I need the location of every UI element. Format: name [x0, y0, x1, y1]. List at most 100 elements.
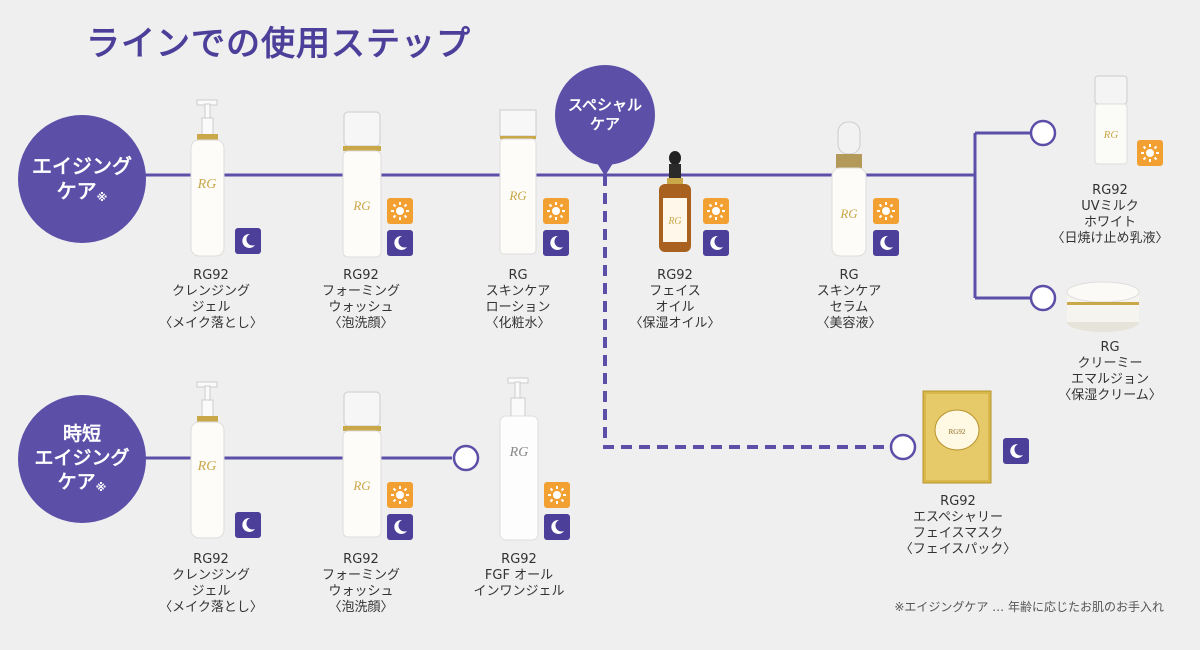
product-label-fgf-gel: RG92 FGF オール インワンジェル: [454, 552, 584, 600]
svg-text:RG: RG: [197, 177, 217, 192]
product-category: 〈泡洗顔〉: [328, 316, 394, 331]
aging-bubble-line-1: エイジング: [32, 153, 132, 178]
product-name: RG: [839, 268, 859, 283]
product-name: RG92: [343, 268, 379, 283]
svg-text:RG: RG: [509, 445, 529, 460]
sun-icon: [387, 482, 413, 508]
sun-icon: [387, 198, 413, 224]
jitan-aging-care-bubble: 時短 エイジング ケア※: [18, 395, 146, 523]
moon-icon: [235, 512, 261, 538]
product-name-line: ジェル: [191, 300, 231, 315]
special-bubble-line-2: ケア: [589, 115, 620, 133]
svg-text:RG: RG: [1103, 129, 1119, 141]
product-image-fgf-gel: RG: [499, 377, 539, 541]
product-category: 〈フェイスパック〉: [899, 542, 1017, 557]
product-name-line: セラム: [829, 300, 869, 315]
product-name: RG: [1100, 340, 1120, 355]
branch-bottom-node: [1029, 284, 1057, 312]
product-name: RG92: [1092, 183, 1128, 198]
product-name-line: オイル: [655, 300, 695, 315]
product-name: RG92: [193, 268, 229, 283]
product-image-face-oil: RG: [659, 151, 691, 252]
product-name-line: ウォッシュ: [328, 584, 394, 599]
product-name-line: ジェル: [191, 584, 231, 599]
moon-icon: [235, 228, 261, 254]
sun-icon: [703, 198, 729, 224]
product-name-line: ホワイト: [1083, 215, 1136, 230]
moon-icon: [543, 230, 569, 256]
product-category: 〈化粧水〉: [485, 316, 551, 331]
svg-text:RG: RG: [197, 459, 217, 474]
product-image-foaming-wash-jitan: RG: [342, 391, 382, 538]
footnote: ※エイジングケア … 年齢に応じたお肌のお手入れ: [894, 600, 1164, 614]
sun-icon: [544, 482, 570, 508]
product-category: 〈保湿クリーム〉: [1058, 388, 1162, 403]
product-name-line: フェイス: [649, 284, 701, 299]
aging-care-bubble: エイジング ケア※: [18, 115, 146, 243]
product-label-serum: RG スキンケア セラム 〈美容液〉: [784, 268, 914, 332]
product-label-face-oil: RG92 フェイス オイル 〈保湿オイル〉: [610, 268, 740, 332]
sun-icon: [543, 198, 569, 224]
product-name: RG: [508, 268, 528, 283]
special-node: [889, 433, 917, 461]
product-name-line: インワンジェル: [473, 584, 565, 599]
product-name-line: クレンジング: [171, 568, 250, 583]
jitan-bubble-mark: ※: [95, 480, 107, 494]
product-name-line: フェイスマスク: [912, 526, 1004, 541]
product-label-creamy-emulsion: RG クリーミー エマルジョン 〈保湿クリーム〉: [1045, 340, 1175, 404]
product-category: 〈泡洗顔〉: [328, 600, 394, 615]
product-image-uv-milk: RG: [1094, 75, 1128, 165]
moon-icon: [1003, 438, 1029, 464]
product-label-foaming-wash-jitan: RG92 フォーミング ウォッシュ 〈泡洗顔〉: [296, 552, 426, 616]
product-name-line: ローション: [485, 300, 551, 315]
moon-icon: [387, 230, 413, 256]
aging-bubble-line-2: ケア: [56, 178, 97, 203]
product-image-face-mask: RG92: [922, 390, 992, 484]
jitan-node: [452, 444, 480, 472]
product-image-cleansing-gel: RG: [190, 99, 225, 257]
moon-icon: [703, 230, 729, 256]
special-dashed-line: [603, 175, 888, 449]
sun-icon: [873, 198, 899, 224]
svg-text:RG: RG: [508, 188, 527, 203]
jitan-bubble-line-2: エイジング: [34, 447, 130, 470]
moon-icon: [873, 230, 899, 256]
svg-text:RG: RG: [839, 206, 858, 221]
product-name-line: フォーミング: [321, 568, 400, 583]
product-name: RG92: [193, 552, 229, 567]
product-label-foaming-wash: RG92 フォーミング ウォッシュ 〈泡洗顔〉: [296, 268, 426, 332]
product-category: 〈美容液〉: [816, 316, 882, 331]
branch-top-node: [1029, 119, 1057, 147]
product-label-face-mask: RG92 エスペシャリー フェイスマスク 〈フェイスパック〉: [893, 494, 1023, 558]
product-name-line: ウォッシュ: [328, 300, 394, 315]
product-category: 〈日焼け止め乳液〉: [1051, 231, 1169, 246]
product-name-line: エマルジョン: [1070, 372, 1149, 387]
moon-icon: [544, 514, 570, 540]
product-name-line: FGF オール: [484, 568, 554, 583]
product-image-foaming-wash: RG: [342, 111, 382, 258]
svg-text:RG: RG: [352, 478, 371, 493]
product-image-cream-jar: [1066, 281, 1140, 332]
product-name-line: フォーミング: [321, 284, 400, 299]
product-name-line: UVミルク: [1081, 199, 1139, 214]
svg-text:RG: RG: [667, 216, 681, 227]
svg-text:RG: RG: [352, 198, 371, 213]
product-label-cleansing-gel: RG92 クレンジング ジェル 〈メイク落とし〉: [146, 268, 276, 332]
product-label-uv-milk: RG92 UVミルク ホワイト 〈日焼け止め乳液〉: [1045, 183, 1175, 247]
product-image-serum: RG: [831, 121, 867, 257]
jitan-bubble-line-3: ケア: [57, 470, 96, 493]
product-name: RG92: [940, 494, 976, 509]
product-name-line: クリーミー: [1077, 356, 1143, 371]
product-category: 〈メイク落とし〉: [159, 316, 263, 331]
svg-text:RG92: RG92: [949, 428, 966, 436]
special-care-bubble: スペシャル ケア: [555, 65, 655, 165]
product-image-lotion: RG: [499, 109, 537, 255]
product-name: RG92: [657, 268, 693, 283]
product-category: 〈保湿オイル〉: [629, 316, 721, 331]
product-name-line: スキンケア: [485, 284, 551, 299]
special-bubble-line-1: スペシャル: [568, 96, 642, 115]
product-category: 〈メイク落とし〉: [159, 600, 263, 615]
product-label-lotion: RG スキンケア ローション 〈化粧水〉: [453, 268, 583, 332]
product-name-line: クレンジング: [171, 284, 250, 299]
